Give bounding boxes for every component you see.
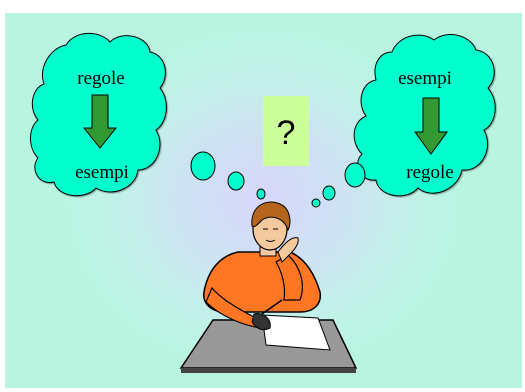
- right-cloud-bottom-label: regole: [406, 162, 453, 183]
- thinking-student-icon: [179, 201, 358, 373]
- question-mark: ?: [277, 114, 296, 152]
- left-cloud-bottom-label: esempi: [75, 162, 129, 183]
- left-cloud-top-label: regole: [77, 68, 124, 89]
- right-cloud-top-label: esempi: [398, 68, 452, 89]
- left-thought-bubbles: [190, 151, 266, 200]
- arrow-down-icon: [414, 97, 448, 155]
- question-box: ?: [263, 96, 309, 166]
- arrow-down-icon: [82, 94, 118, 149]
- right-thought-bubbles: [311, 162, 366, 208]
